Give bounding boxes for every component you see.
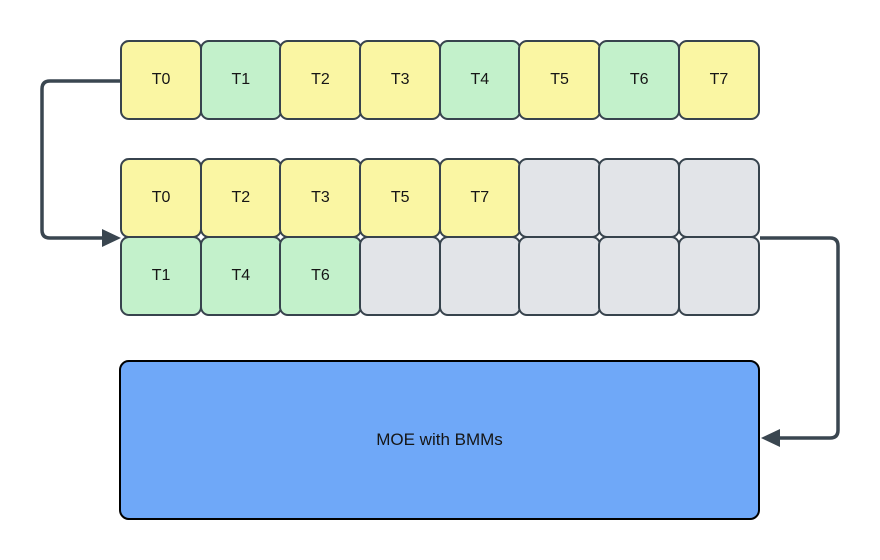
token-box-t1: T1: [120, 235, 203, 316]
token-slot-empty: [359, 235, 442, 316]
token-box-t7: T7: [438, 158, 521, 238]
token-label: T4: [231, 266, 251, 284]
token-slot-empty: [518, 235, 601, 316]
token-label: T5: [550, 71, 569, 88]
token-label: T1: [231, 71, 251, 88]
token-box-t5: T5: [359, 158, 442, 238]
token-slot-empty: [598, 158, 681, 238]
token-label: T3: [311, 189, 330, 206]
token-slot-empty: [518, 158, 601, 238]
token-label: T2: [231, 189, 251, 206]
token-box-t3: T3: [359, 40, 442, 120]
token-label: T6: [629, 71, 649, 88]
token-label: T6: [311, 266, 330, 284]
token-box-t2: T2: [199, 158, 282, 238]
token-slot-empty: [438, 235, 521, 316]
arrow-sorted-to-moe-head: [761, 429, 780, 447]
token-label: T7: [470, 189, 490, 206]
token-box-t1: T1: [199, 40, 282, 120]
token-box-t3: T3: [279, 158, 362, 238]
sorted-expert-1-row: T1 T4 T6: [120, 235, 760, 316]
token-label: T4: [470, 71, 490, 88]
token-slot-empty: [598, 235, 681, 316]
moe-box-label: MOE with BMMs: [376, 430, 503, 449]
token-box-t4: T4: [438, 40, 521, 120]
token-label: T0: [151, 71, 171, 88]
token-box-t2: T2: [279, 40, 362, 120]
token-box-t6: T6: [279, 235, 362, 316]
moe-box: MOE with BMMs: [119, 360, 760, 520]
token-box-t6: T6: [598, 40, 681, 120]
token-slot-empty: [677, 235, 760, 316]
token-label: T5: [390, 189, 410, 206]
token-box-t7: T7: [677, 40, 760, 120]
token-slot-empty: [677, 158, 760, 238]
unsorted-token-row: T0 T1 T2 T3 T4 T5 T6 T7: [120, 40, 760, 120]
token-box-t0: T0: [120, 158, 203, 238]
token-label: T0: [151, 189, 171, 206]
sorted-expert-0-row: T0 T2 T3 T5 T7: [120, 158, 760, 238]
token-label: T7: [709, 71, 729, 88]
token-box-t5: T5: [518, 40, 601, 120]
arrow-sorted-to-moe: [760, 236, 840, 440]
arrow-unsorted-to-sorted-head: [102, 229, 121, 247]
token-label: T1: [151, 266, 171, 284]
token-label: T2: [311, 71, 330, 88]
token-box-t4: T4: [199, 235, 282, 316]
token-box-t0: T0: [120, 40, 203, 120]
token-label: T3: [390, 71, 410, 88]
arrow-unsorted-to-sorted: [40, 79, 120, 240]
